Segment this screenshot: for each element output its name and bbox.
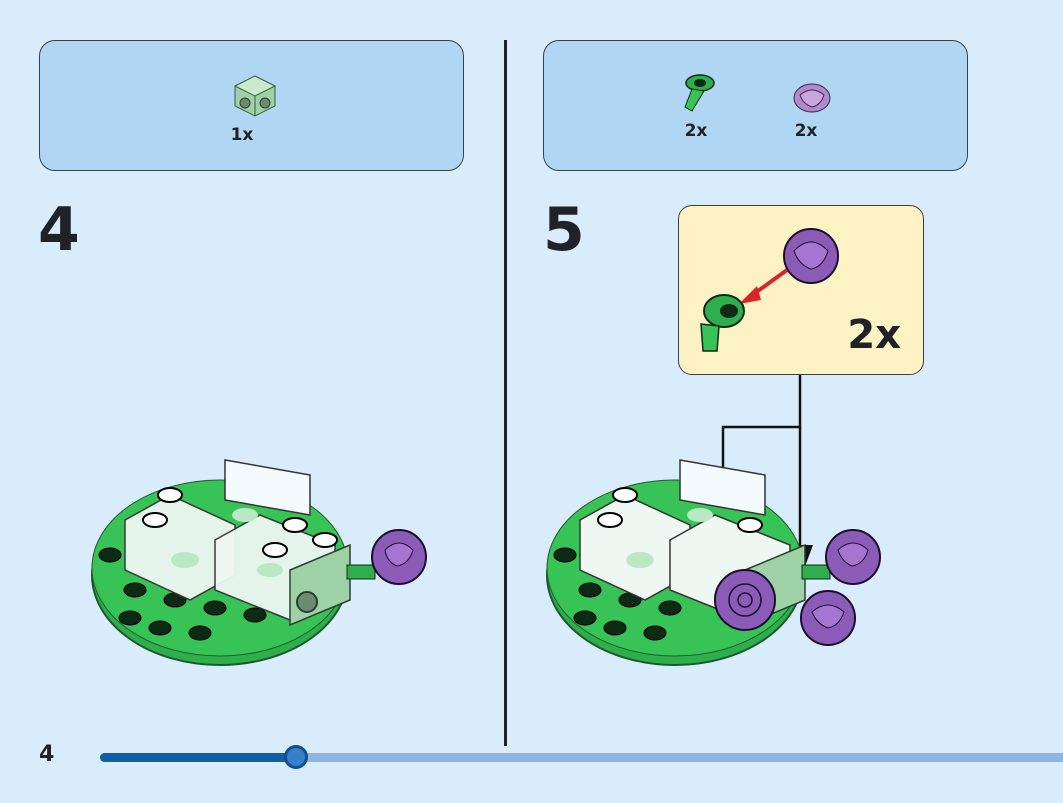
step-number: 4: [38, 195, 80, 265]
part-qty: 2x: [794, 121, 818, 141]
progress-track: [100, 753, 1063, 762]
callout-qty: 2x: [847, 312, 901, 358]
light-green-brick-with-studs-icon: [233, 75, 277, 117]
parts-list-step-4: 1x: [39, 40, 464, 171]
part-qty: 2x: [684, 121, 708, 141]
stem-rose-assembly-illustration: [700, 228, 839, 352]
sub-assembly-callout: 2x: [678, 205, 924, 375]
progress-fill: [100, 753, 296, 762]
page-number: 4: [39, 742, 55, 767]
green-stem-piece-icon: [684, 74, 715, 112]
purple-rose-icon: [793, 83, 831, 113]
progress-knob: [284, 745, 308, 769]
step-divider: [504, 40, 507, 746]
step-4-model-illustration: [91, 459, 427, 666]
parts-list-step-5: 2x 2x: [543, 40, 968, 171]
step-number: 5: [543, 195, 585, 265]
part-qty: 1x: [230, 125, 254, 145]
step-5-model-illustration: [546, 459, 881, 666]
